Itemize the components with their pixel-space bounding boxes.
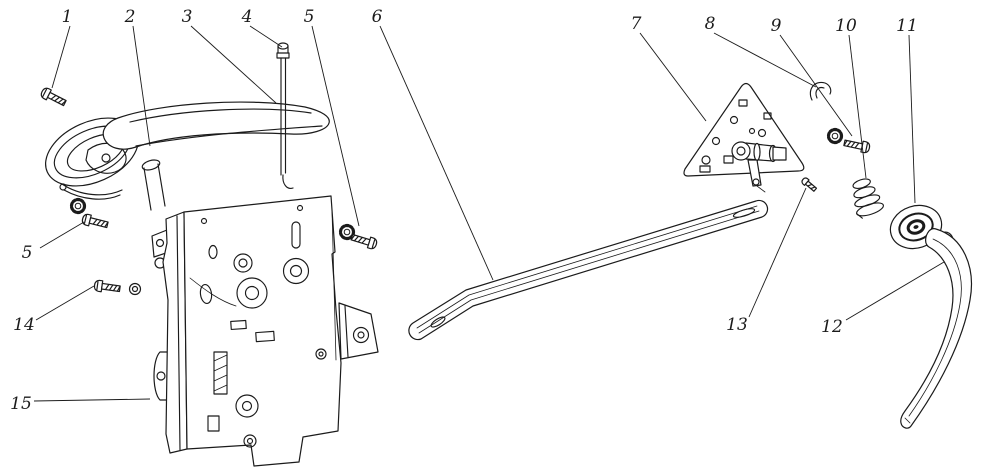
callout-label: 11 — [896, 16, 918, 36]
mounting-plate — [683, 82, 805, 193]
star-washer-9 — [826, 127, 844, 145]
callout-label: 7 — [631, 14, 642, 34]
lock-washer-5 — [69, 197, 87, 215]
spring-10 — [852, 178, 884, 219]
callout-label: 2 — [124, 7, 136, 27]
callouts: 1 2 3 4 5 6 7 8 9 10 11 5 14 15 13 12 — [10, 7, 918, 414]
leader-lines — [33, 25, 945, 402]
screw-5-right — [349, 231, 379, 251]
callout-label: 13 — [726, 315, 748, 335]
connecting-rod — [408, 199, 769, 341]
callout-label: 15 — [10, 394, 32, 414]
screw-9 — [842, 136, 872, 155]
callout-label: 9 — [771, 16, 782, 36]
callout-label: 12 — [821, 317, 843, 337]
callout-label: 4 — [241, 7, 253, 27]
screw-5-left — [80, 212, 110, 231]
callout-label: 14 — [13, 315, 35, 335]
screw-14 — [93, 279, 142, 296]
callout-label: 8 — [705, 14, 716, 34]
exterior-handle — [45, 101, 330, 211]
callout-label: 6 — [372, 7, 383, 27]
interior-handle-12 — [900, 228, 972, 429]
retaining-clip-8 — [809, 81, 832, 101]
callout-label: 1 — [62, 7, 73, 27]
callout-label: 5 — [304, 7, 315, 27]
handle-pin — [276, 42, 294, 189]
callout-label: 5 — [22, 243, 33, 263]
callout-label: 10 — [835, 16, 857, 36]
set-screw-13 — [801, 177, 818, 192]
callout-label: 3 — [182, 7, 193, 27]
lock-body — [151, 195, 379, 467]
screw-1 — [39, 86, 68, 109]
